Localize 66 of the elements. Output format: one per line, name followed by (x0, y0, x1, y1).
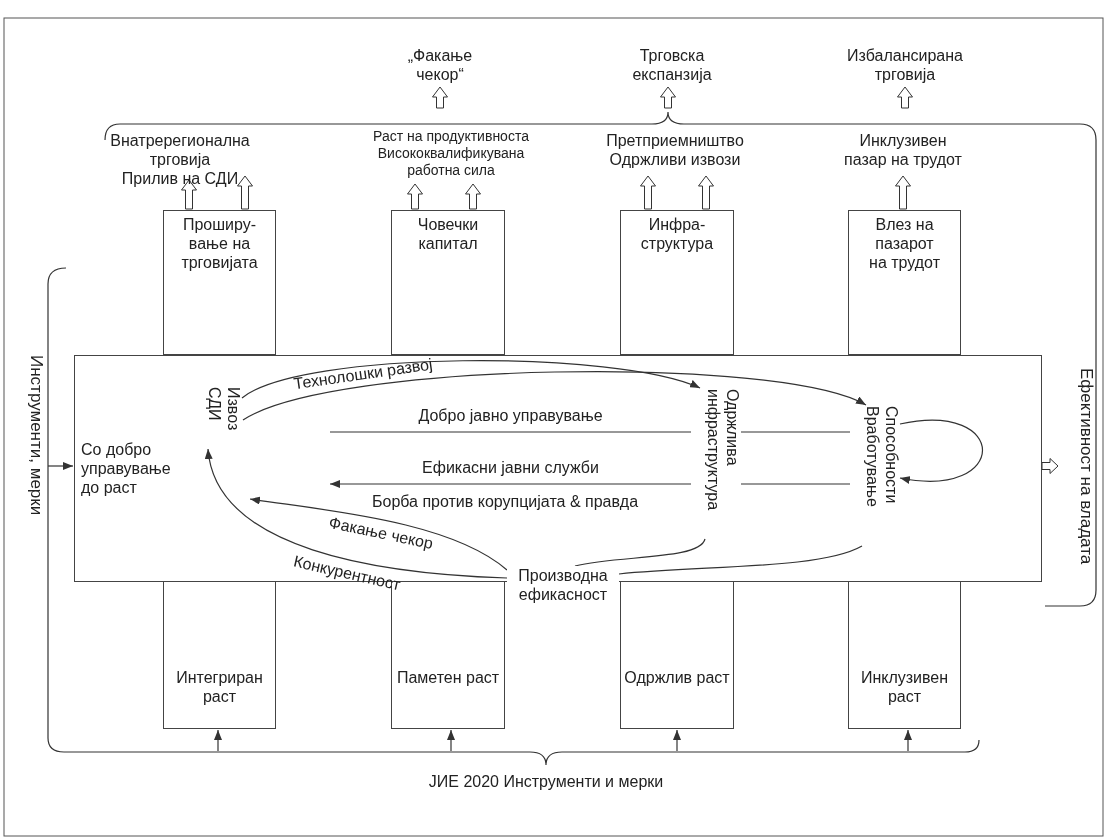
pillar-box (848, 210, 961, 355)
connector-line (618, 545, 863, 575)
arrow (47, 462, 74, 470)
text-label: Инклузивен пазар на трудот (838, 131, 968, 175)
arrow (673, 729, 681, 752)
text-label: Одржливи извози (608, 150, 742, 170)
pillar-box (620, 210, 734, 355)
edge-label: Ефикасни јавни служби (420, 458, 601, 478)
block-arrow (237, 175, 253, 210)
rotated-label: Извоз (224, 387, 243, 433)
box-label: Човечки капитал (416, 215, 480, 254)
rotated-label: Способности (882, 406, 901, 506)
box-label: Одржлив раст (623, 668, 731, 688)
text-label: Избалансирана трговија (835, 46, 975, 86)
block-arrow (897, 86, 913, 109)
text-label: Раст на продуктивноста (372, 128, 530, 145)
rotated-label: СДИ (204, 387, 224, 423)
box-label: Интегриран раст (175, 668, 264, 707)
rotated-label: Инструменти, мерки (22, 355, 46, 565)
edge-label: Технолошки развој (290, 354, 435, 395)
text-label: Претприемништво (605, 131, 745, 151)
block-arrow (432, 86, 448, 109)
edge-label: Добро јавно управување (416, 406, 605, 426)
text-label: Трговска експанзија (622, 46, 722, 86)
rotated-label: Ефективност на владата (1058, 368, 1096, 568)
pillar-box (163, 581, 276, 729)
arrow (249, 496, 508, 571)
block-arrow (407, 183, 423, 210)
block-arrow (660, 86, 676, 109)
arrow (242, 371, 867, 421)
connector-line (740, 483, 851, 485)
pillar-box (620, 581, 734, 729)
connector-line (574, 538, 706, 567)
pillar-box (163, 210, 276, 355)
block-arrow (1041, 458, 1059, 474)
note-label: ЈИЕ 2020 Инструменти и мерки (428, 772, 664, 792)
block-arrow (698, 175, 714, 210)
text-label: Висококвалификувана работна сила (376, 144, 526, 179)
connector-line (740, 431, 851, 433)
box-label: Инфра-структура (639, 215, 715, 254)
block-arrow (465, 183, 481, 210)
rotated-label: Одржлива инфраструктура (692, 389, 742, 540)
note-label: Борба против корупцијата & правда (372, 492, 638, 512)
arrow (214, 729, 222, 752)
block-arrow (895, 175, 911, 210)
connector-line (329, 431, 692, 433)
arrow (899, 419, 984, 484)
arrow (241, 360, 701, 399)
text-label: „Факање чекор“ (395, 46, 485, 86)
block-arrow (640, 175, 656, 210)
pillar-box (391, 210, 505, 355)
arrow (206, 448, 508, 579)
box-label: Паметен раст (395, 668, 501, 688)
box-label: Влез на пазарот на трудот (868, 215, 941, 273)
block-arrow (181, 179, 197, 210)
pillar-box (848, 581, 961, 729)
arrow (447, 729, 455, 752)
box-label: Проширу-вање на трговијата (180, 215, 259, 273)
box-label: Инклузивен раст (859, 668, 950, 707)
box-label: Со добро управување до раст (81, 440, 172, 498)
arrow (329, 480, 692, 488)
arrow (904, 729, 912, 752)
text-label: Внатререгионална трговија (109, 131, 251, 170)
edge-label: Факање чекор (326, 512, 436, 554)
rotated-label: Вработување (862, 406, 882, 509)
text-label: Прилив на СДИ (120, 169, 240, 189)
